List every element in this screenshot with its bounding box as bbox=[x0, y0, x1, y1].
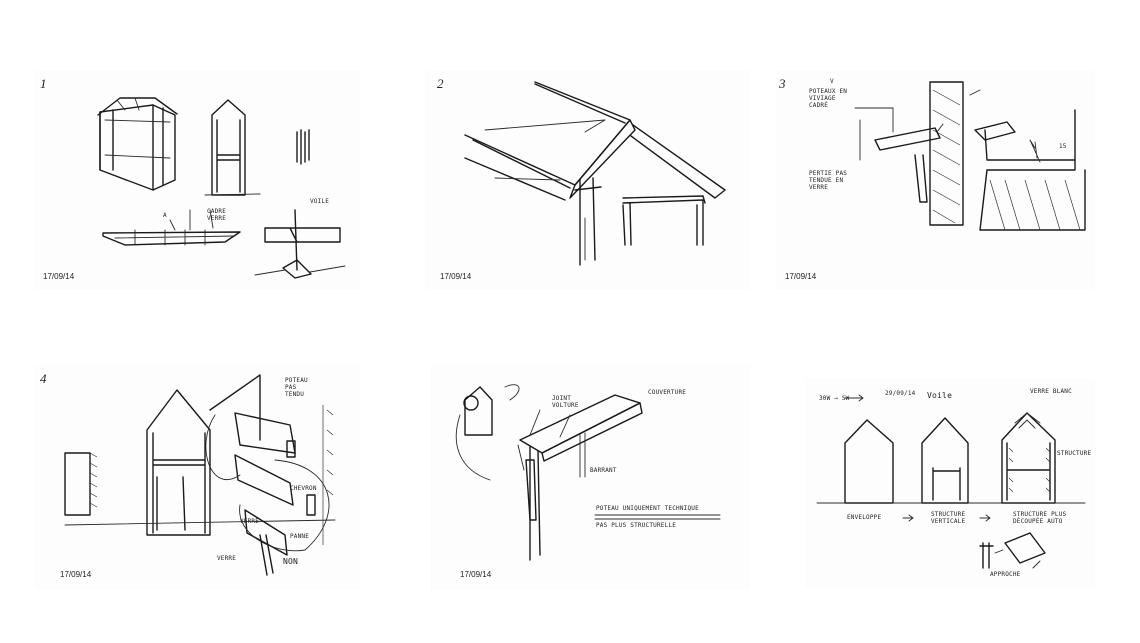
sketch-number: 2 bbox=[437, 76, 444, 91]
sketch-2-drawing bbox=[464, 81, 726, 266]
sketch-label: 29/09/14 bbox=[885, 390, 916, 397]
sketch-5-drawing bbox=[455, 384, 721, 561]
sketch-date: 17/09/14 bbox=[440, 272, 472, 281]
sketch-date: 17/09/14 bbox=[460, 570, 492, 579]
sketch-label: POTEAU PAS TENDU bbox=[285, 377, 308, 398]
sketch-label: JOINT VOLTURE bbox=[552, 395, 579, 409]
sketch-sheet-4: 4 POTEAU PAS TENDU CHEVRON VERRE PANNE V… bbox=[35, 365, 360, 590]
sketch-label: POTEAU UNIQUEMENT TECHNIQUE bbox=[596, 505, 699, 512]
sketch-label: POTEAUX EN VIVIAGE CADRÉ bbox=[809, 88, 848, 109]
sketch-sheet-1: 1 CADRE VERRE A VOILE 17/09/14 bbox=[35, 70, 360, 290]
sketch-label: APPROCHE bbox=[990, 571, 1021, 578]
sketch-label: VERRE BLANC bbox=[1030, 388, 1072, 395]
sketch-sheet-2: 2 17/09/14 bbox=[425, 70, 750, 290]
sketch-label: PERTIE PAS TENDUE EN VERRE bbox=[809, 170, 848, 191]
sketch-number: 3 bbox=[779, 76, 786, 91]
sketch-label: BARRANT bbox=[590, 467, 617, 474]
sketch-label: STRUCTURE bbox=[1057, 450, 1092, 457]
sketch-label: ENVELOPPE bbox=[847, 514, 882, 521]
sketch-label: STRUCTURE VERTICALE bbox=[931, 511, 966, 525]
sketch-label: PAS PLUS STRUCTURELLE bbox=[596, 522, 677, 529]
sketch-label: PANNE bbox=[290, 533, 310, 540]
sketch-sheet-3: 3 V POTEAUX EN VIVIAGE CADRÉ PERTIE PAS … bbox=[775, 70, 1095, 290]
sketch-date: 17/09/14 bbox=[785, 272, 817, 281]
sketch-label: VOILE bbox=[310, 198, 330, 205]
sketch-4-drawing bbox=[64, 374, 336, 576]
sketch-1-drawing bbox=[97, 97, 346, 279]
sketch-3-drawing bbox=[854, 81, 1086, 231]
sketch-sheet-5: JOINT VOLTURE COUVERTURE BARRANT POTEAU … bbox=[430, 365, 750, 590]
sketch-label: A bbox=[163, 212, 167, 219]
sketch-date: 17/09/14 bbox=[43, 272, 75, 281]
sketch-label: 15 bbox=[1059, 143, 1067, 150]
sketch-label: 30W → SW bbox=[819, 395, 850, 402]
sketch-date: 17/09/14 bbox=[60, 570, 92, 579]
sketch-number: 1 bbox=[40, 76, 47, 91]
sketch-label: VERRE bbox=[240, 518, 260, 525]
sketch-6-drawing bbox=[816, 394, 1086, 569]
sketch-label: CHEVRON bbox=[290, 485, 317, 492]
sketch-label: VERRE bbox=[217, 555, 237, 562]
sketch-label: STRUCTURE PLUS DÉCOUPÉE AUTO bbox=[1013, 511, 1067, 525]
sketch-label: V bbox=[830, 78, 834, 85]
sketch-label: CADRE VERRE bbox=[207, 208, 227, 222]
sketch-label: NON bbox=[283, 557, 299, 566]
sketch-label: COUVERTURE bbox=[648, 389, 687, 396]
sketch-sheet-6: 30W → SW 29/09/14 Voile VERRE BLANC STRU… bbox=[805, 378, 1095, 588]
sketch-number: 4 bbox=[40, 371, 47, 386]
sketch-label: Voile bbox=[927, 391, 953, 400]
